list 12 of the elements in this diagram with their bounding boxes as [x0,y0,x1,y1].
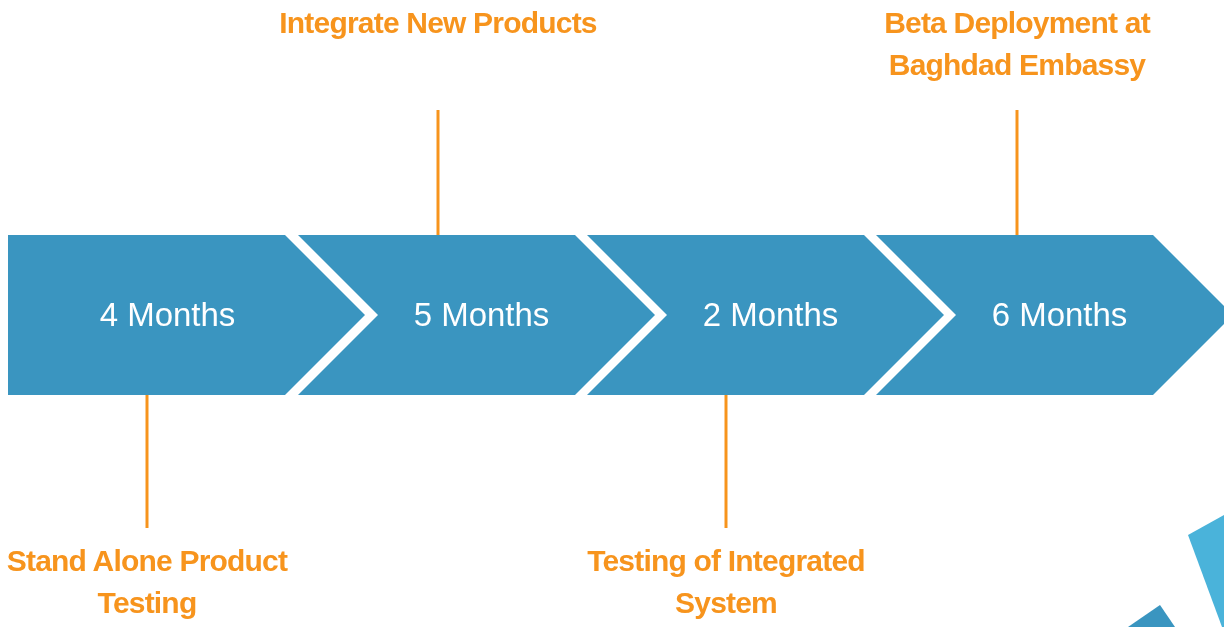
duration-label: 6 Months [990,295,1129,335]
milestone-label: Integrate New Products [228,2,648,44]
duration-label: 5 Months [412,295,551,335]
duration-label: 2 Months [701,295,840,335]
duration-label: 4 Months [98,295,237,335]
milestone-label: Beta Deployment at Baghdad Embassy [837,2,1197,86]
leader-line [145,395,149,528]
leader-line [724,395,728,528]
milestone-label: Testing of Integrated System [581,540,871,624]
leader-line [436,110,440,235]
leader-line [1015,110,1019,235]
milestone-label: Stand Alone Product Testing [2,540,292,624]
